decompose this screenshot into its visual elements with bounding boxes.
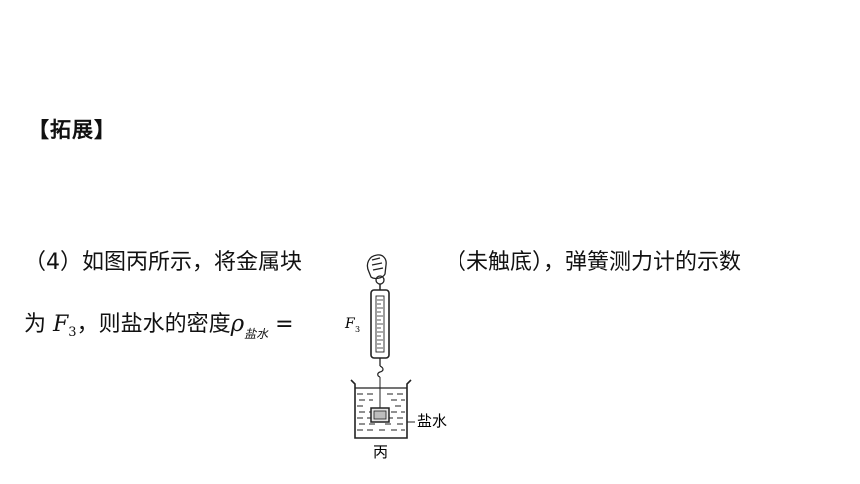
question-text-part-1: （4）如图丙所示，将金属块 <box>24 250 302 275</box>
question-line-1: （4）如图丙所示，将金属块 （未触底），弹簧测力计的示数 <box>24 244 741 276</box>
hand-icon <box>366 254 387 285</box>
equals-sign: = <box>268 312 294 337</box>
question-text-part-2: （未触底），弹簧测力计的示数 <box>444 250 742 275</box>
figure-spring-scale-beaker: F 3 盐水 丙 <box>325 250 460 470</box>
beaker <box>350 379 415 439</box>
force-variable: F3 <box>53 312 77 340</box>
spring-scale-diagram: F 3 盐水 丙 <box>344 254 447 461</box>
question-line-2: 为 F3，则盐水的密度ρ盐水 = <box>24 306 294 342</box>
figure-caption: 丙 <box>373 443 388 461</box>
figure-force-sub: 3 <box>355 325 360 334</box>
density-symbol: ρ盐水 <box>230 311 269 341</box>
figure-liquid-label: 盐水 <box>417 412 447 430</box>
section-heading: 【拓展】 <box>28 118 116 142</box>
figure-force-label: F <box>344 316 356 332</box>
spring-scale <box>370 284 390 408</box>
line2-middle: ，则盐水的密度 <box>76 312 231 337</box>
line2-prefix: 为 <box>24 312 47 337</box>
